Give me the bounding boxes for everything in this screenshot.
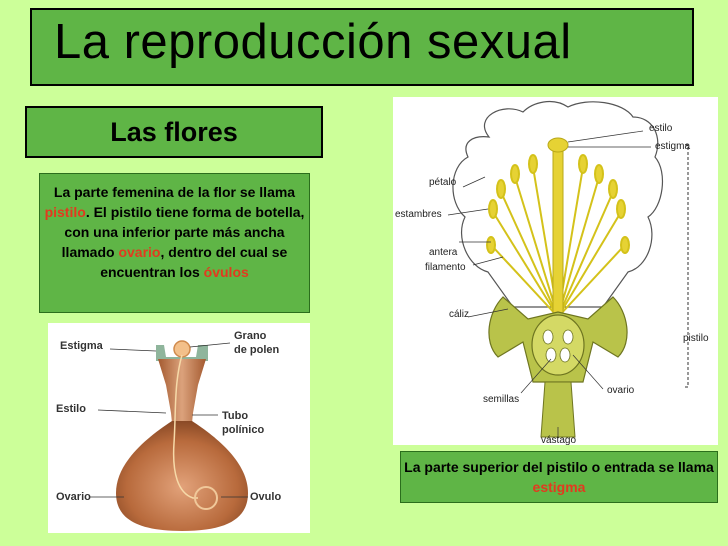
label-ovario: Ovario — [56, 491, 91, 503]
subtitle: Las flores — [110, 117, 238, 147]
ovary — [532, 315, 584, 375]
page-title: La reproducción sexual — [54, 14, 572, 70]
label-estigma: Estigma — [60, 340, 104, 352]
stigma — [548, 138, 568, 152]
label-grano: Grano — [234, 330, 267, 342]
flower-label-pistilo: pistilo — [683, 333, 709, 344]
desc-part1: La parte femenina de la flor se llama — [54, 184, 295, 200]
highlight-ovulos: óvulos — [204, 264, 249, 280]
subtitle-box: Las flores — [25, 106, 323, 158]
pollen-grain — [174, 341, 190, 357]
label-ovulo: Ovulo — [250, 491, 281, 503]
highlight-ovario: ovario — [118, 244, 160, 260]
flower-label-filamento: filamento — [425, 262, 466, 273]
flower-label-vastago: vástago — [541, 435, 576, 445]
title-box: La reproducción sexual — [30, 8, 694, 86]
highlight-pistilo: pistilo — [45, 204, 86, 220]
style — [553, 149, 563, 327]
label-polinico: polínico — [222, 424, 264, 436]
label-tubo: Tubo — [222, 410, 248, 422]
pistil-description: La parte femenina de la flor se llama pi… — [39, 173, 310, 313]
label-polen: de polen — [234, 344, 280, 356]
flower-label-ovario: ovario — [607, 385, 635, 396]
flower-label-estigma: estigma — [655, 141, 690, 152]
flower-label-estilo: estilo — [649, 123, 673, 134]
style-neck — [158, 359, 206, 423]
ovary-body — [116, 421, 248, 531]
flower-svg: estilo estigma pétalo estambres antera f… — [393, 97, 718, 445]
highlight-estigma: estigma — [533, 479, 586, 495]
flower-label-caliz: cáliz — [449, 309, 469, 320]
pistil-svg: Estigma Grano de polen Estilo Tubo polín… — [48, 323, 310, 533]
flower-label-semillas: semillas — [483, 394, 519, 405]
pistil-diagram: Estigma Grano de polen Estilo Tubo polín… — [48, 323, 310, 533]
stigma-desc-part1: La parte superior del pistilo o entrada … — [404, 459, 714, 475]
label-estilo: Estilo — [56, 403, 86, 415]
flower-label-antera: antera — [429, 247, 458, 258]
flower-label-petalo: pétalo — [429, 177, 457, 188]
flower-label-estambres: estambres — [395, 209, 442, 220]
flower-diagram: estilo estigma pétalo estambres antera f… — [393, 97, 718, 445]
stigma-description: La parte superior del pistilo o entrada … — [400, 451, 718, 503]
